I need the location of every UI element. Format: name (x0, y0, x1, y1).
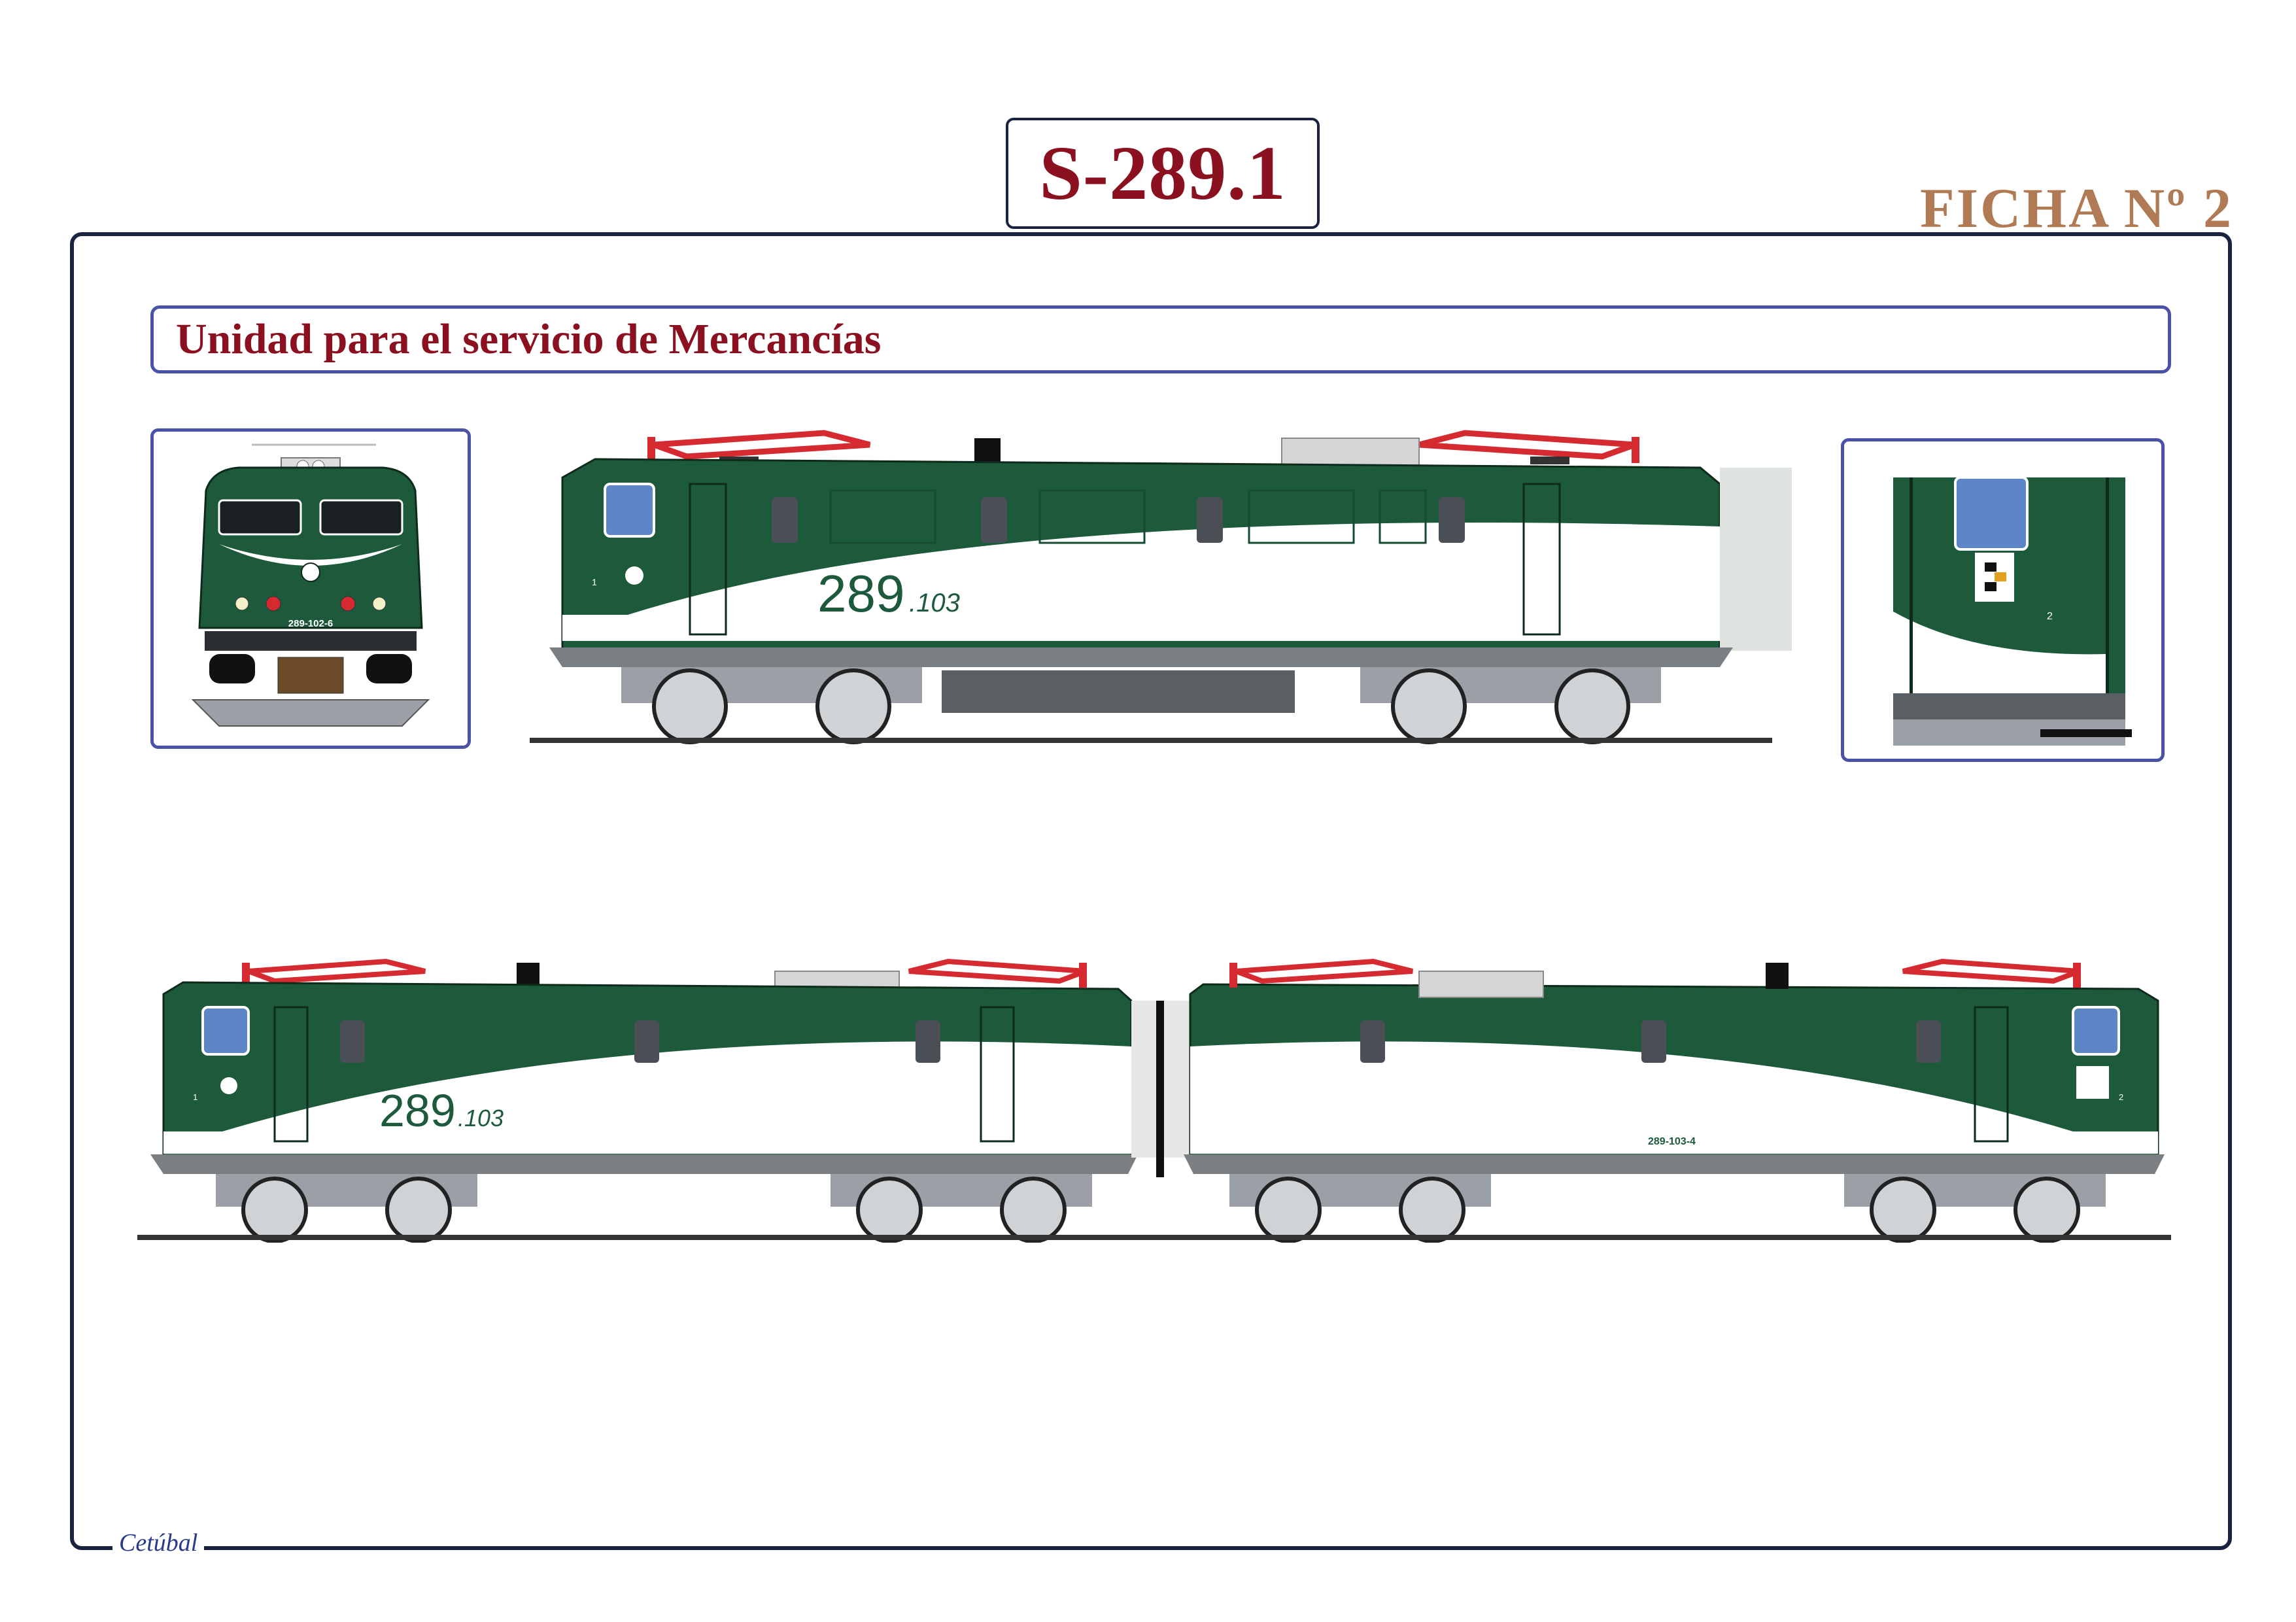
end-detail-drawing: 2 (1893, 476, 2132, 746)
sheet-number: FICHA Nº 2 (1920, 177, 2233, 239)
end-detail-end-2: 2 (2047, 611, 2053, 622)
side-view: 1 289 .103 (523, 419, 1792, 746)
section-header: Unidad para el servicio de Mercancías (150, 305, 2171, 373)
unit-a: 1 289 .103 (150, 958, 1138, 1243)
front-plate: 289-102-6 (288, 618, 333, 629)
section-title: Unidad para el servicio de Mercancías (176, 315, 882, 363)
unit-a-number-main: 289 (379, 1085, 456, 1136)
side-number-sub: .103 (909, 589, 960, 617)
pantograph-right (1418, 430, 1639, 464)
side-view-drawing: 1 289 .103 (530, 430, 1792, 744)
front-view-panel: 289-102-6 (150, 428, 471, 749)
unit-b-plate: 289-103-4 (1648, 1136, 1696, 1147)
side-number-main: 289 (817, 564, 904, 623)
side-end-1: 1 (592, 577, 597, 587)
end-detail-panel: 2 (1841, 438, 2165, 762)
page-title: S-289.1 (1039, 130, 1286, 216)
unit-a-end: 1 (193, 1092, 197, 1102)
unit-b-end: 2 (2119, 1092, 2123, 1102)
author-signature: Cetúbal (112, 1528, 205, 1557)
title-box: S-289.1 (1006, 118, 1320, 229)
bogie-left (621, 667, 922, 744)
bogie-right (1360, 667, 1661, 744)
double-unit-drawing: 1 289 .103 2 289-103-4 (137, 958, 2171, 1243)
unit-b: 2 289-103-4 (1184, 958, 2165, 1243)
front-view-drawing: 289-102-6 (191, 443, 430, 727)
double-unit-view: 1 289 .103 2 289-103-4 (137, 955, 2171, 1243)
main-frame (70, 232, 2232, 1550)
unit-a-number-sub: .103 (458, 1105, 504, 1131)
